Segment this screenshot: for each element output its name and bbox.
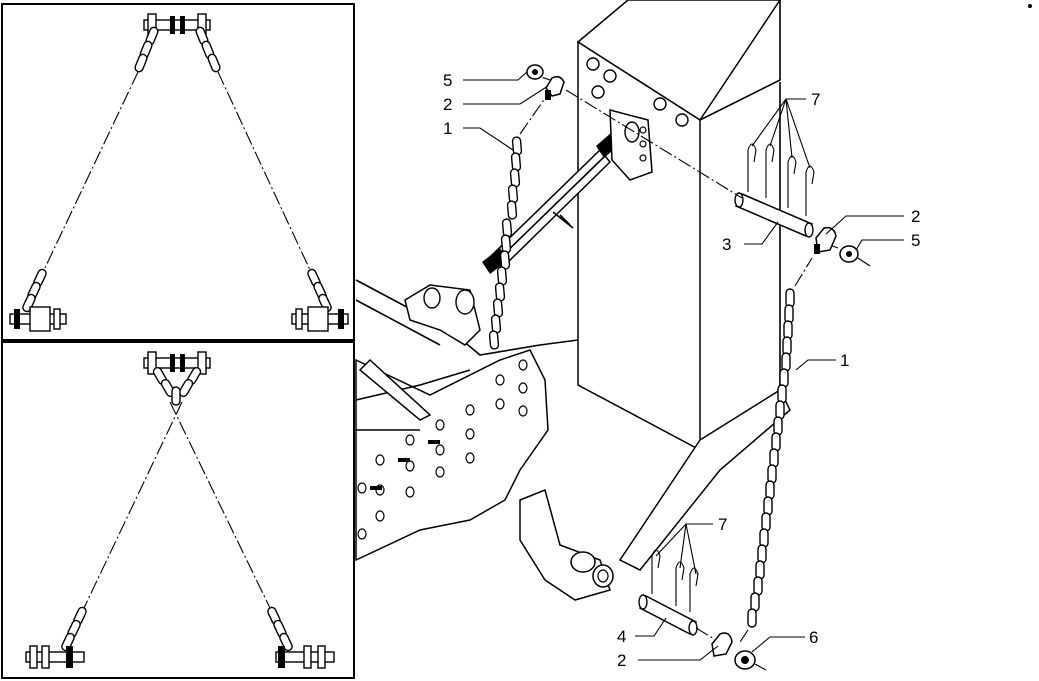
callout-6: 6	[809, 628, 818, 647]
pin-upper	[734, 192, 814, 238]
rear-housing	[576, 0, 781, 452]
inset2-bottom-left-pin	[25, 645, 85, 669]
inset1-bottom-left-pin	[9, 306, 67, 332]
inset2-bottom-right-pin	[275, 645, 335, 669]
frame-holes	[357, 359, 528, 540]
callout-5-right: 5	[911, 231, 920, 250]
top-link-turnbuckle	[482, 109, 653, 274]
corner-dot	[1028, 4, 1032, 8]
callout-3: 3	[722, 235, 731, 254]
leader-lines	[463, 71, 904, 661]
check-chain-right	[739, 257, 813, 643]
callout-1-top: 1	[443, 119, 452, 138]
inset1-top-pin	[143, 13, 211, 37]
inset-x-arrangement	[1, 341, 355, 679]
inset1-bottom-right-pin	[291, 306, 349, 332]
callout-2-top: 2	[443, 95, 452, 114]
callout-7-top: 7	[811, 90, 820, 109]
shackle-bottom	[711, 632, 733, 657]
washer-bottom	[734, 650, 767, 671]
callout-4: 4	[617, 627, 626, 646]
callout-2-right: 2	[911, 207, 920, 226]
callout-2-bottom: 2	[617, 651, 626, 670]
washer-right	[839, 245, 871, 267]
inset2-top-pin	[143, 351, 211, 375]
main-exploded-view: 5 2 1 7 2 3 5 1 7 4 2 6	[355, 0, 1032, 671]
spring-clips-lower	[651, 549, 699, 612]
washer-top	[526, 64, 544, 80]
tractor-frame	[355, 279, 579, 562]
lower-link-arm	[519, 388, 791, 601]
callout-7-bottom: 7	[718, 515, 727, 534]
shackle-right	[814, 226, 837, 254]
callout-1-right: 1	[840, 351, 849, 370]
inset-v-arrangement	[1, 3, 355, 341]
callout-5-top: 5	[443, 71, 452, 90]
shackle-top	[545, 75, 565, 100]
check-chain-left	[488, 93, 549, 351]
pin-lower	[638, 594, 698, 636]
